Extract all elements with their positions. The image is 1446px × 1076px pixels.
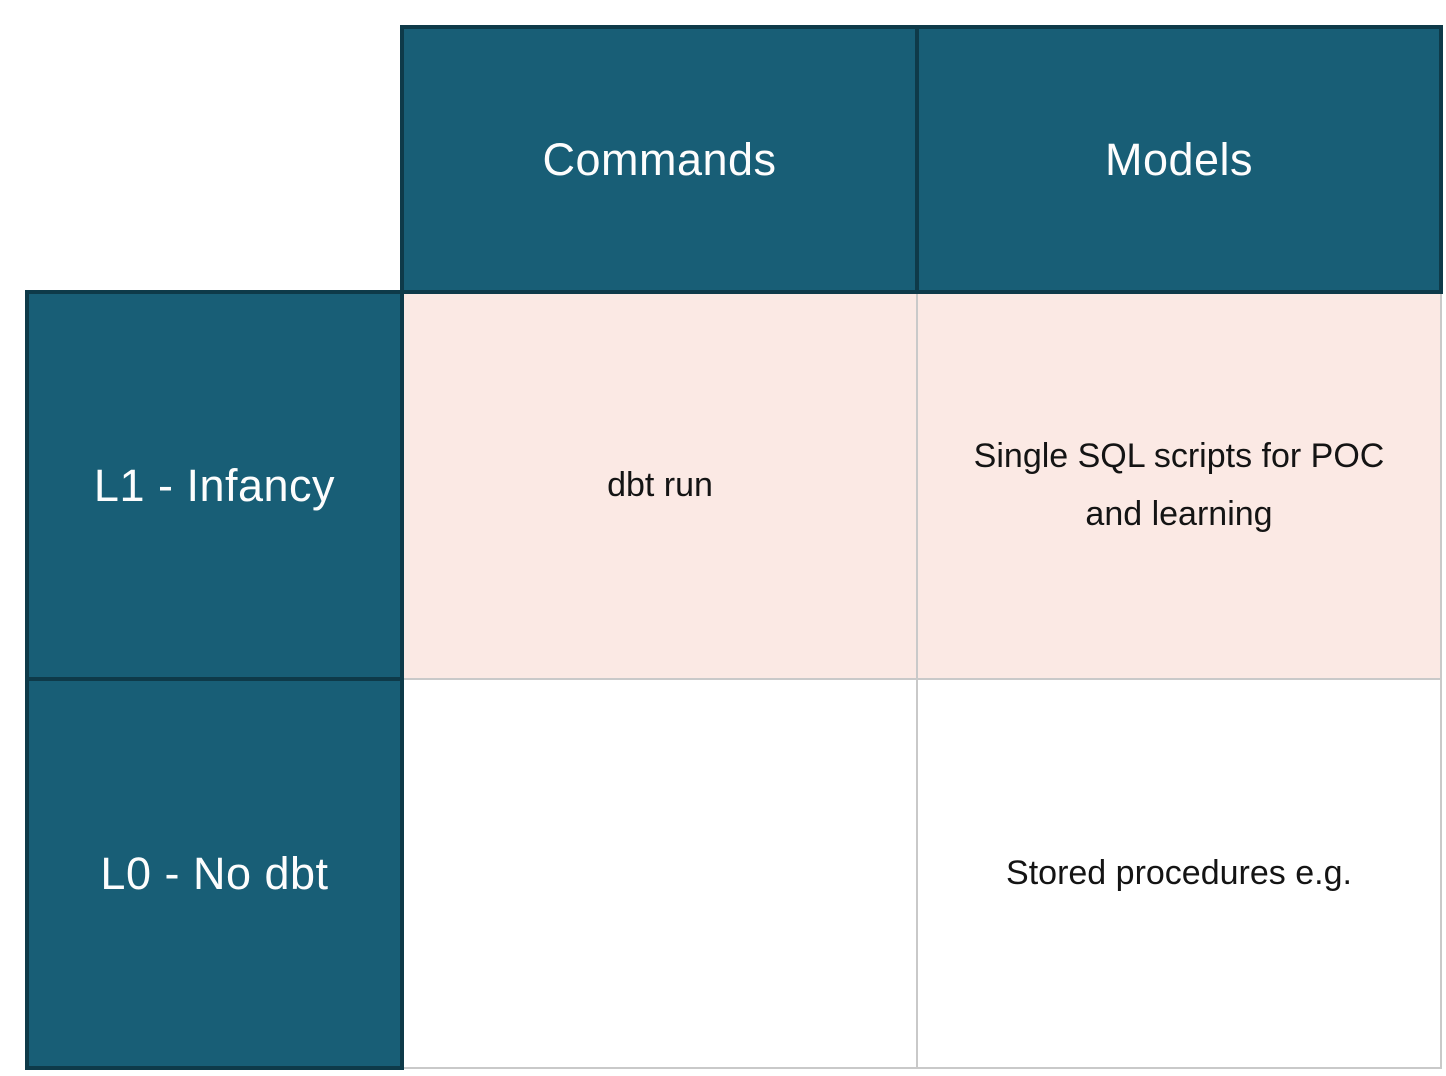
cell-l1-models: Single SQL scripts for POC and learning bbox=[916, 291, 1442, 680]
cell-l1-commands: dbt run bbox=[401, 291, 918, 680]
corner-cell bbox=[27, 27, 402, 292]
header-row: Commands Models bbox=[27, 25, 1443, 294]
maturity-table: Commands Models L1 - Infancy dbt run Sin… bbox=[25, 25, 1443, 1070]
cell-l0-commands bbox=[401, 678, 918, 1069]
cell-l0-models: Stored procedures e.g. bbox=[916, 678, 1442, 1069]
row-header-l0: L0 - No dbt bbox=[25, 677, 404, 1070]
col-header-commands: Commands bbox=[400, 25, 919, 294]
col-header-models: Models bbox=[915, 25, 1443, 294]
row-l0: L0 - No dbt Stored procedures e.g. bbox=[25, 677, 1442, 1070]
row-l1: L1 - Infancy dbt run Single SQL scripts … bbox=[25, 290, 1442, 681]
row-header-l1: L1 - Infancy bbox=[25, 290, 404, 681]
